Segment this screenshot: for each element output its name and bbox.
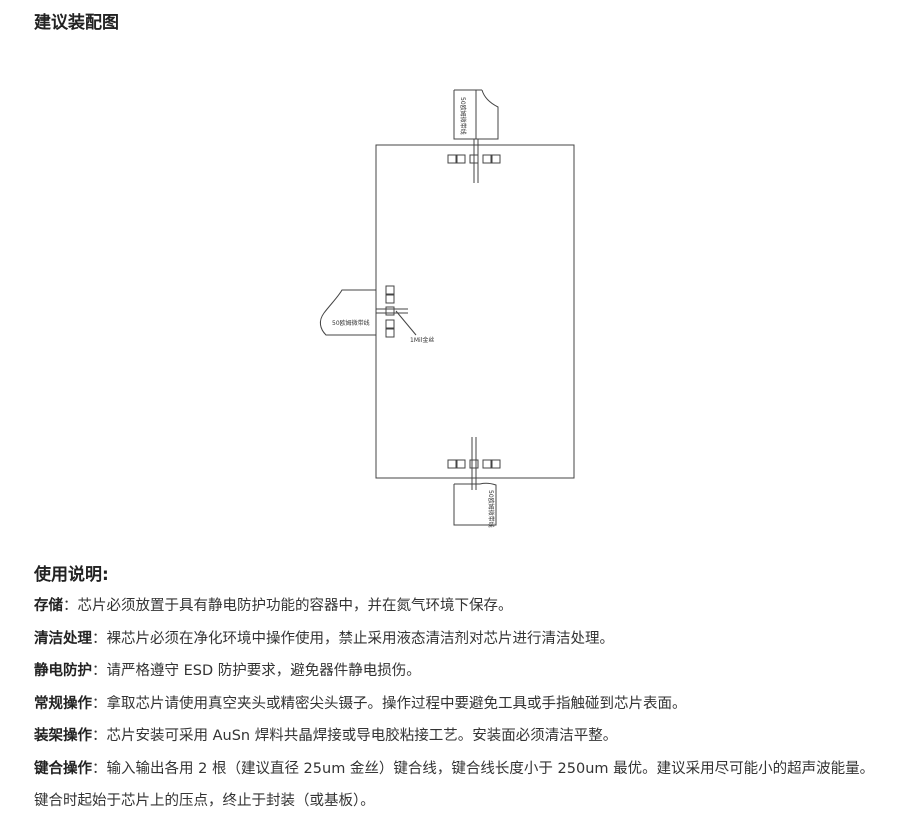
usage-instructions-title: 使用说明: — [34, 565, 109, 585]
note-text: ：芯片安装可采用 AuSn 焊料共晶焊接或导电胶粘接工艺。安装面必须清洁平整。 — [92, 728, 618, 744]
assembly-diagram-title: 建议装配图 — [34, 13, 119, 33]
gold-wire-label: 1Mil金丝 — [410, 336, 434, 344]
note-text: ：拿取芯片请使用真空夹头或精密尖头镊子。操作过程中要避免工具或手指触碰到芯片表面… — [92, 695, 687, 712]
note-text: ：请严格遵守 ESD 防护要求，避免器件静电损伤。 — [92, 663, 421, 679]
left-microstrip-line — [319, 289, 377, 336]
note-cleaning: 清洁处理：裸芯片必须在净化环境中操作使用，禁止采用液态清洁剂对芯片进行清洁处理。 — [34, 623, 880, 656]
note-handling: 常规操作：拿取芯片请使用真空夹头或精密尖头镊子。操作过程中要避免工具或手指触碰到… — [34, 688, 880, 721]
note-label: 清洁处理 — [34, 630, 92, 647]
note-text: ：输入输出各用 2 根（建议直径 25um 金丝）键合线，键合线长度小于 250… — [34, 760, 875, 810]
note-label: 静电防护 — [34, 663, 92, 679]
usage-notes: 存储：芯片必须放置于具有静电防护功能的容器中，并在氮气环境下保存。 清洁处理：裸… — [34, 590, 880, 818]
bottom-microstrip-line — [453, 482, 497, 526]
chip-outline — [375, 144, 575, 479]
top-microstrip-line — [453, 89, 499, 140]
left-line-label: 50欧姆微带线 — [332, 319, 370, 327]
note-storage: 存储：芯片必须放置于具有静电防护功能的容器中，并在氮气环境下保存。 — [34, 590, 880, 623]
note-mounting: 装架操作：芯片安装可采用 AuSn 焊料共晶焊接或导电胶粘接工艺。安装面必须清洁… — [34, 720, 880, 753]
note-text: ：芯片必须放置于具有静电防护功能的容器中，并在氮气环境下保存。 — [63, 598, 513, 614]
note-label: 装架操作 — [34, 728, 92, 744]
note-label: 常规操作 — [34, 695, 92, 712]
bottom-bond-pads — [447, 437, 501, 490]
note-label: 键合操作 — [34, 760, 92, 777]
bottom-line-label: 50欧姆微带线 — [487, 490, 495, 528]
note-esd: 静电防护：请严格遵守 ESD 防护要求，避免器件静电损伤。 — [34, 655, 880, 688]
note-bonding: 键合操作：输入输出各用 2 根（建议直径 25um 金丝）键合线，键合线长度小于… — [34, 753, 880, 818]
left-bond-pads — [376, 285, 417, 338]
assembly-diagram: 50欧姆微带线 50欧姆微带线 1Mil金丝 50欧姆微带线 — [319, 89, 575, 528]
top-line-label: 50欧姆微带线 — [459, 97, 467, 135]
note-label: 存储 — [34, 598, 63, 614]
note-text: ：裸芯片必须在净化环境中操作使用，禁止采用液态清洁剂对芯片进行清洁处理。 — [92, 630, 614, 647]
top-bond-pads — [447, 139, 501, 183]
